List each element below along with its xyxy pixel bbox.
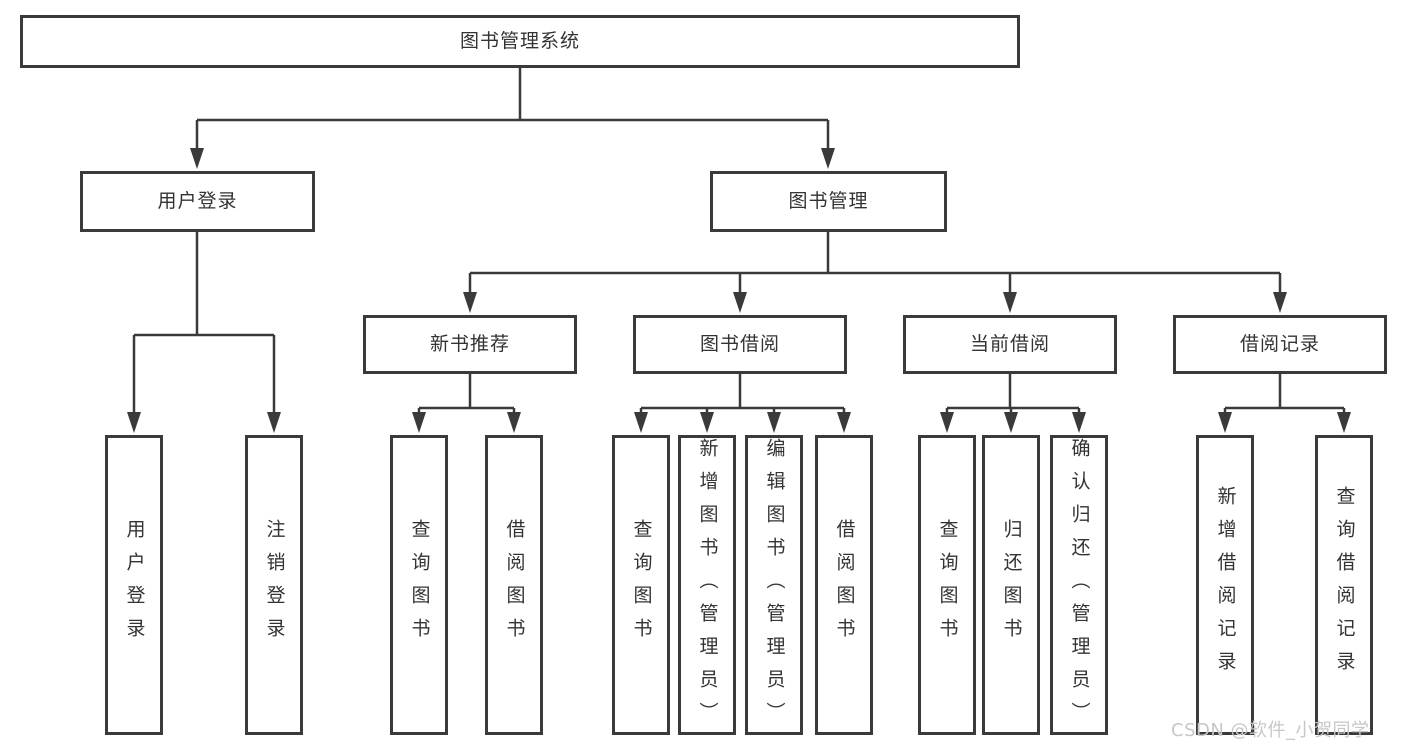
leaf-confirm-return-admin: 确认归还（管理员） <box>1050 435 1108 735</box>
node-book-management: 图书管理 <box>710 171 947 232</box>
arrowhead <box>127 412 141 433</box>
arrowhead <box>821 148 835 169</box>
leaf-borrow-books-recommend: 借阅图书 <box>485 435 543 735</box>
arrowhead <box>700 412 714 433</box>
leaf-logout: 注销登录 <box>245 435 303 735</box>
leaf-query-books-current: 查询图书 <box>918 435 976 735</box>
node-user-login: 用户登录 <box>80 171 315 232</box>
arrowhead <box>267 412 281 433</box>
node-new-book-recommend: 新书推荐 <box>363 315 577 374</box>
node-current-borrow: 当前借阅 <box>903 315 1117 374</box>
arrowhead <box>412 412 426 433</box>
leaf-query-books-borrow: 查询图书 <box>612 435 670 735</box>
arrowhead <box>1337 412 1351 433</box>
arrowhead <box>837 412 851 433</box>
arrowhead <box>1003 292 1017 313</box>
arrowhead <box>463 292 477 313</box>
node-system-root: 图书管理系统 <box>20 15 1020 68</box>
leaf-add-borrow-record: 新增借阅记录 <box>1196 435 1254 735</box>
leaf-edit-books-admin: 编辑图书（管理员） <box>745 435 803 735</box>
leaf-add-books-admin: 新增图书（管理员） <box>678 435 736 735</box>
watermark: CSDN @软件_小贺同学 <box>1171 720 1370 741</box>
arrowhead <box>1004 412 1018 433</box>
leaf-user-login: 用户登录 <box>105 435 163 735</box>
arrowhead <box>733 292 747 313</box>
leaf-borrow-books: 借阅图书 <box>815 435 873 735</box>
leaf-query-borrow-record: 查询借阅记录 <box>1315 435 1373 735</box>
arrowhead <box>507 412 521 433</box>
arrowhead <box>767 412 781 433</box>
node-book-borrow: 图书借阅 <box>633 315 847 374</box>
arrowhead <box>190 148 204 169</box>
leaf-query-books-recommend: 查询图书 <box>390 435 448 735</box>
leaf-return-books: 归还图书 <box>982 435 1040 735</box>
arrowhead <box>1273 292 1287 313</box>
arrowhead <box>634 412 648 433</box>
arrowhead <box>940 412 954 433</box>
node-borrow-records: 借阅记录 <box>1173 315 1387 374</box>
arrowhead <box>1072 412 1086 433</box>
arrowhead <box>1218 412 1232 433</box>
